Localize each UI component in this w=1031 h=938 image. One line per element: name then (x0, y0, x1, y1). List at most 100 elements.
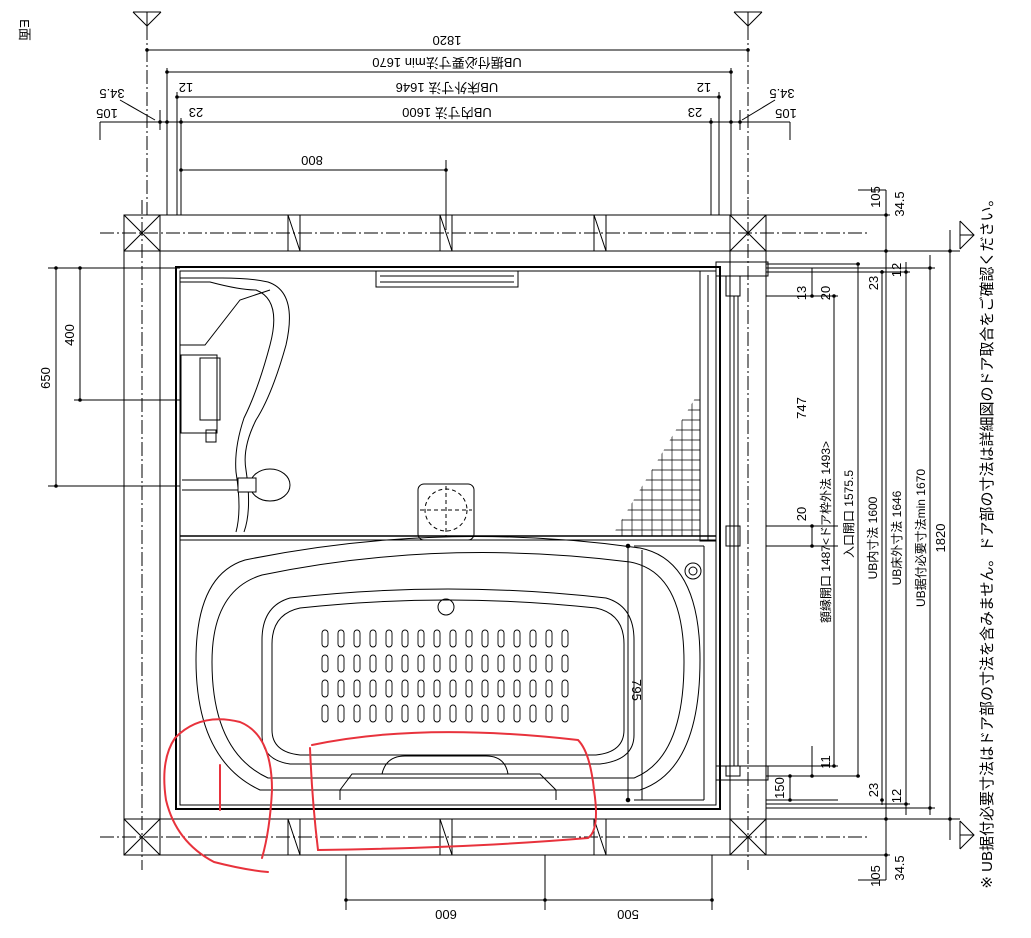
section-marker-left (132, 11, 162, 27)
bottom-dimension-lines (345, 855, 713, 910)
tub-slot (417, 654, 425, 673)
dim-34-5-right-top: 34.5 (892, 191, 907, 216)
right-section-markers (959, 220, 975, 850)
tub-slot (529, 679, 537, 698)
tub-slot (497, 679, 505, 698)
tub-slot (465, 704, 473, 723)
dim-ub-outer-right: UB床外寸法 1646 (890, 490, 904, 585)
tub-slot (545, 704, 553, 723)
note-text: ※ UB据付必要寸法はドア部の寸法を含みません。ドア部の寸法は詳細図のドア取合を… (979, 191, 996, 888)
tub-slot (497, 654, 505, 673)
tub-slot (417, 679, 425, 698)
dim-12-right-bottom: 12 (889, 789, 904, 803)
dim-600-bottom: 600 (435, 907, 457, 922)
dim-12-right-top: 12 (889, 263, 904, 277)
tub-slot (513, 629, 521, 648)
tub-slot (449, 704, 457, 723)
tub-slot (529, 629, 537, 648)
right-dimension-lines (766, 189, 960, 881)
wash-counter (180, 277, 291, 533)
tub-slot (561, 704, 569, 723)
dim-105-top-right: 105 (775, 106, 797, 121)
dim-747: 747 (794, 397, 809, 419)
door-frame (699, 261, 769, 781)
tub-slot (433, 679, 441, 698)
tub-slot (401, 629, 409, 648)
tub-slot (385, 629, 393, 648)
wall-frame (100, 200, 870, 870)
tub-slot (401, 654, 409, 673)
tub-slot (401, 679, 409, 698)
tub-slot (481, 679, 489, 698)
left-dim-dots (54, 266, 82, 488)
bottom-dim-dots (344, 898, 714, 902)
red-markup (163, 718, 597, 873)
dim-34-5-right-bottom: 34.5 (892, 855, 907, 880)
markup-circle-left (163, 718, 274, 873)
tub-slot (497, 704, 505, 723)
dim-650: 650 (38, 367, 53, 389)
tub-slot (321, 704, 329, 723)
tub-slot (385, 654, 393, 673)
tub-slot (513, 654, 521, 673)
tub-slot (449, 629, 457, 648)
dim-1820-right: 1820 (933, 524, 948, 553)
tub-slot (433, 704, 441, 723)
dim-105-right-bottom: 105 (868, 865, 883, 887)
top-dim-dots (145, 48, 750, 172)
dim-ub-install-right: UB据付必要寸法min 1670 (914, 469, 928, 607)
tub-slot (481, 629, 489, 648)
tub-slot (529, 704, 537, 723)
tub-slot (369, 629, 377, 648)
tub-slot (385, 679, 393, 698)
tub-slot (561, 654, 569, 673)
dim-entry-opening: 入口開口 1575.5 (842, 470, 856, 558)
tub-slot (353, 704, 361, 723)
dim-800-top: 800 (301, 153, 323, 168)
tub-slot (369, 679, 377, 698)
tub-slot (417, 704, 425, 723)
tub-slot (449, 679, 457, 698)
section-marker-right (733, 11, 763, 27)
markup-box-bottom (309, 731, 597, 852)
tub-slot (353, 679, 361, 698)
dim-23-top-left: 23 (189, 105, 203, 120)
tub-slot (385, 704, 393, 723)
tub-slot (321, 629, 329, 648)
bathtub (195, 535, 705, 801)
dim-12-top-right: 12 (697, 80, 711, 95)
dim-23-top-right: 23 (688, 105, 702, 120)
dim-500-bottom: 500 (617, 907, 639, 922)
dim-150: 150 (772, 777, 787, 799)
dim-ub-inner-top: UB内寸法 1600 (402, 105, 492, 120)
tub-slot (369, 654, 377, 673)
tub-slot (545, 629, 553, 648)
dim-105-right-top: 105 (868, 186, 883, 208)
tub-slot (337, 704, 345, 723)
dim-23-right-bottom: 23 (866, 783, 881, 797)
tub-slot (497, 629, 505, 648)
tub-slot (449, 654, 457, 673)
tub-slot (529, 654, 537, 673)
dim-795: 795 (629, 679, 644, 701)
tub-slot (369, 704, 377, 723)
dim-400: 400 (62, 324, 77, 346)
dim-34-5-top-right: 34.5 (769, 86, 794, 101)
tub-slot (513, 679, 521, 698)
tub-slot (513, 704, 521, 723)
dim-20-right-mid: 20 (794, 507, 809, 521)
tub-slot (545, 654, 553, 673)
dim-13-right: 13 (794, 286, 809, 300)
tub-slot (337, 679, 345, 698)
tiled-area (612, 399, 700, 536)
tub-slots (321, 629, 569, 723)
dim-ub-inner-right: UB内寸法 1600 (866, 496, 880, 579)
tub-slot (465, 679, 473, 698)
dim-1820-top: 1820 (433, 33, 462, 48)
dim-ub-outer-top: UB床外寸法 1646 (396, 80, 499, 95)
view-label: E面 (17, 19, 32, 41)
tub-slot (481, 654, 489, 673)
tub-slot (561, 679, 569, 698)
towel-bar (375, 270, 519, 288)
tub-slot (401, 704, 409, 723)
